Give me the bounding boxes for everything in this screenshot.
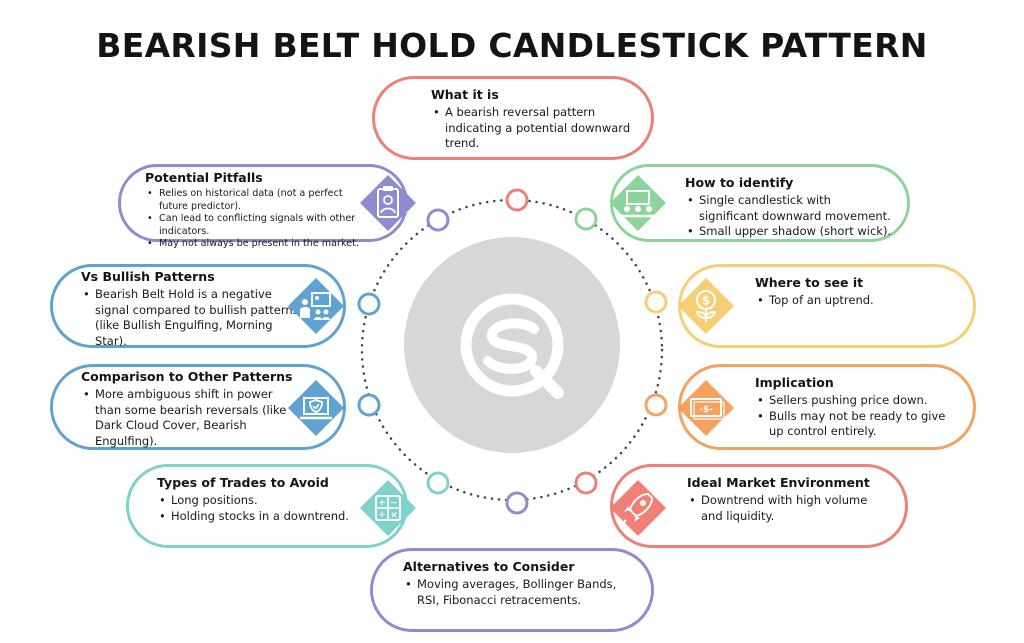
card-heading: Ideal Market Environment <box>687 475 870 490</box>
bullet-list: Relies on historical data (not a perfect… <box>145 188 360 251</box>
card-heading: How to identify <box>685 175 794 190</box>
bullet-list: Long positions. Holding stocks in a down… <box>157 493 391 524</box>
card-heading: Where to see it <box>755 275 864 290</box>
bullet-item: Relies on historical data (not a perfect… <box>145 188 360 213</box>
card-how-to-identify: How to identify Single candlestick with … <box>610 164 910 242</box>
bullet-list: Top of an uptrend. <box>755 293 959 309</box>
card-pitfalls: Potential Pitfalls Relies on historical … <box>118 164 408 250</box>
bullet-list: A bearish reversal pattern indicating a … <box>431 105 637 152</box>
svg-text:-$-: -$- <box>699 405 713 415</box>
bullet-item: Long positions. <box>157 493 391 509</box>
sq-logo-icon <box>460 293 564 399</box>
page-title: BEARISH BELT HOLD CANDLESTICK PATTERN <box>96 26 928 65</box>
bullet-item: Bulls may not be ready to give up contro… <box>755 409 959 440</box>
card-heading: Types of Trades to Avoid <box>157 475 329 490</box>
card-heading: Vs Bullish Patterns <box>81 269 215 284</box>
bullet-list: Moving averages, Bollinger Bands, RSI, F… <box>403 577 637 608</box>
card-implication: Implication Sellers pushing price down. … <box>678 364 976 450</box>
bullet-list: Single candlestick with significant down… <box>685 193 893 240</box>
card-trades-to-avoid: Types of Trades to Avoid Long positions.… <box>126 464 408 548</box>
node-bottom-right <box>574 471 598 495</box>
bullet-item: May not always be present in the market. <box>145 238 360 251</box>
bullet-item: Holding stocks in a downtrend. <box>157 509 391 525</box>
node-bottom-left <box>426 471 450 495</box>
bullet-item: A bearish reversal pattern indicating a … <box>431 105 637 152</box>
bullet-item: Top of an uptrend. <box>755 293 959 309</box>
clipboard-user-icon <box>358 173 418 233</box>
card-ideal-market: Ideal Market Environment Downtrend with … <box>610 464 908 548</box>
bullet-list: Downtrend with high volume and liquidity… <box>687 493 891 524</box>
svg-text:−: − <box>390 499 398 509</box>
node-top-left <box>426 208 450 232</box>
card-heading: Implication <box>755 375 834 390</box>
calculator-icon: + − ÷ × <box>358 478 418 538</box>
ring-nodes <box>357 188 668 515</box>
svg-text:÷: ÷ <box>378 511 386 521</box>
bullet-item: Small upper shadow (short wick). <box>685 224 893 240</box>
bullet-list: Sellers pushing price down. Bulls may no… <box>755 393 959 440</box>
card-heading: What it is <box>431 87 499 102</box>
svg-text:×: × <box>390 511 398 521</box>
node-right-lower <box>644 393 668 417</box>
svg-text:+: + <box>378 499 386 509</box>
rocket-icon <box>608 478 668 538</box>
presenter-board-icon <box>286 276 346 336</box>
card-comparison: Comparison to Other Patterns More ambigu… <box>50 364 346 450</box>
bullet-list: More ambiguous shift in power than some … <box>81 387 291 449</box>
bullet-item: Sellers pushing price down. <box>755 393 959 409</box>
card-alternatives: Alternatives to Consider Moving averages… <box>370 548 654 632</box>
card-heading: Alternatives to Consider <box>403 559 575 574</box>
bullet-item: Bearish Belt Hold is a negative signal c… <box>81 287 301 349</box>
node-right-upper <box>644 290 668 314</box>
node-top-right <box>574 207 598 231</box>
meeting-presentation-icon <box>608 173 668 233</box>
bullet-item: Downtrend with high volume and liquidity… <box>687 493 891 524</box>
bullet-item: Moving averages, Bollinger Bands, RSI, F… <box>403 577 637 608</box>
svg-text:$: $ <box>702 294 710 308</box>
node-left-upper <box>357 292 381 316</box>
card-heading: Potential Pitfalls <box>145 170 263 185</box>
node-top <box>505 188 529 212</box>
card-what-it-is: What it is A bearish reversal pattern in… <box>372 76 654 160</box>
dollar-plant-icon: $ <box>676 276 736 336</box>
bullet-item: Can lead to conflicting signals with oth… <box>145 213 360 238</box>
node-left-lower <box>357 393 381 417</box>
bullet-list: Bearish Belt Hold is a negative signal c… <box>81 287 301 349</box>
bullet-item: More ambiguous shift in power than some … <box>81 387 291 449</box>
cash-icon: -$- <box>676 378 736 438</box>
bullet-item: Single candlestick with significant down… <box>685 193 893 224</box>
card-heading: Comparison to Other Patterns <box>81 369 293 384</box>
laptop-shield-icon <box>286 378 346 438</box>
node-bottom <box>505 491 529 515</box>
